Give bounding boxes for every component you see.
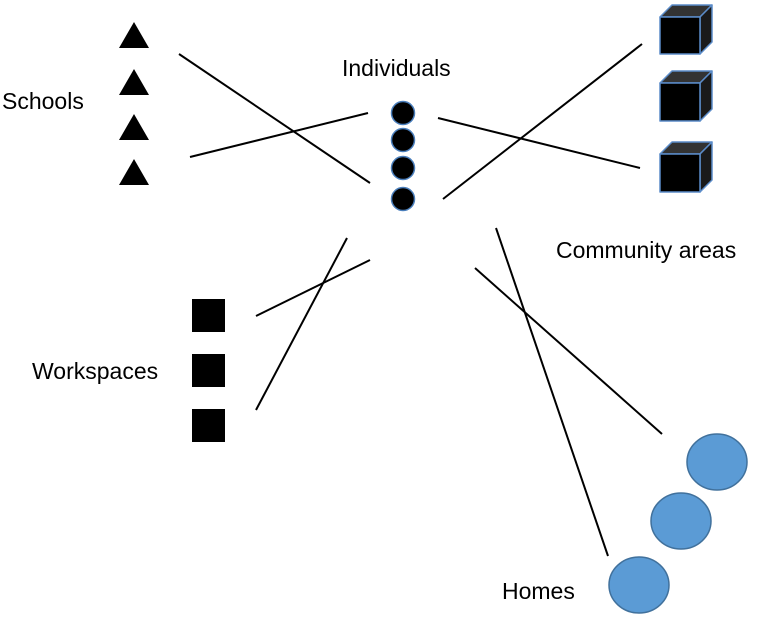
circle-icon bbox=[686, 433, 748, 491]
square-icon bbox=[192, 409, 225, 442]
circle-icon bbox=[390, 186, 416, 212]
circle-icon bbox=[390, 155, 416, 181]
connector-individuals-homes bbox=[474, 267, 663, 435]
connectors bbox=[178, 43, 663, 557]
cube-icon bbox=[659, 70, 713, 122]
connector-schools-individuals bbox=[178, 53, 371, 184]
community-areas-label: Community areas bbox=[556, 237, 737, 263]
connector-individuals-community bbox=[437, 117, 641, 169]
connector-individuals-workspaces bbox=[255, 259, 371, 317]
homes-group bbox=[608, 433, 748, 614]
circle-icon bbox=[650, 492, 712, 550]
individuals-label: Individuals bbox=[342, 55, 451, 81]
circle-icon bbox=[390, 100, 416, 126]
cube-icon bbox=[659, 4, 713, 55]
square-icon bbox=[192, 354, 225, 387]
triangle-icon bbox=[119, 114, 149, 140]
triangle-icon bbox=[119, 159, 149, 185]
schools-label: Schools bbox=[2, 88, 84, 114]
workspaces-label: Workspaces bbox=[32, 358, 159, 384]
homes-label: Homes bbox=[502, 578, 575, 604]
connector-schools-individuals bbox=[189, 112, 369, 158]
triangle-icon bbox=[119, 22, 149, 48]
square-icon bbox=[192, 299, 225, 332]
connector-individuals-community bbox=[442, 43, 643, 200]
individuals-group bbox=[390, 100, 416, 212]
community-areas-group bbox=[659, 4, 713, 193]
workspaces-group bbox=[192, 299, 225, 442]
circle-icon bbox=[608, 556, 670, 614]
connector-individuals-homes bbox=[495, 227, 609, 557]
cube-icon bbox=[659, 141, 713, 193]
connector-individuals-workspaces bbox=[255, 237, 348, 411]
schools-group bbox=[119, 22, 149, 185]
circle-icon bbox=[390, 127, 416, 153]
triangle-icon bbox=[119, 69, 149, 95]
